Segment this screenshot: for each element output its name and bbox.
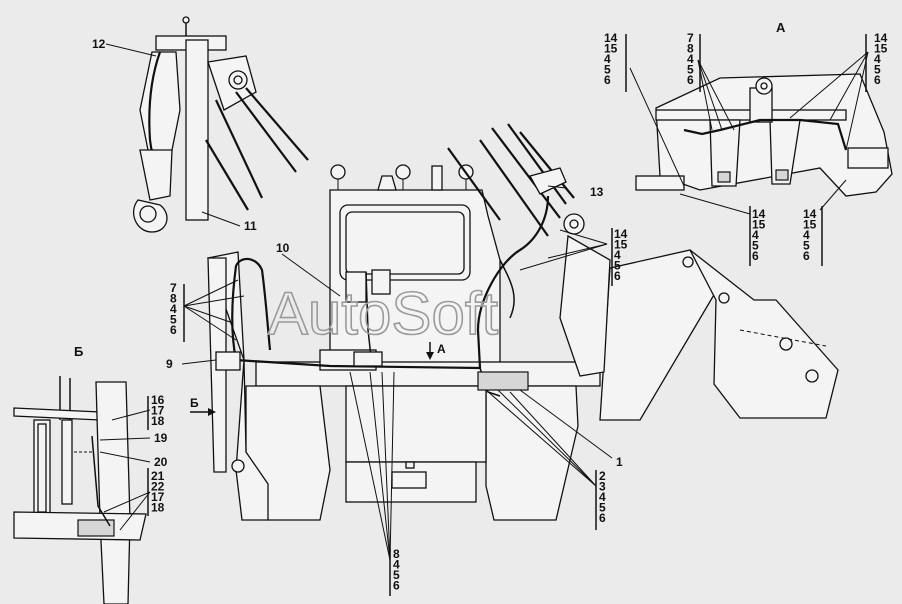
callout-12: 12	[92, 37, 106, 51]
callout-group-bottom-right-item: 5	[599, 501, 606, 515]
hook-assembly	[133, 16, 309, 233]
callout-group-mid-left-item: 8	[170, 292, 177, 306]
callout-group-a-right-item: 6	[874, 73, 881, 87]
watermark: AutoSoft	[268, 280, 498, 347]
callout-group-a-bottom-mid-item: 5	[752, 239, 759, 253]
callout-group-bottom-center-item: 6	[393, 579, 400, 593]
callout-group-cab-right-item: 14	[614, 227, 628, 241]
callout-group-bottom-right-item: 6	[599, 511, 606, 525]
callout-group-a-bottom-right-item: 4	[803, 228, 810, 242]
callout-1: 1	[616, 455, 623, 469]
arrow-a-label: А	[437, 342, 446, 356]
callout-20: 20	[154, 455, 168, 469]
callout-group-a-right-item: 15	[874, 42, 888, 56]
callout-group-a-left-item: 14	[604, 31, 618, 45]
callout-group-a-bottom-mid-item: 14	[752, 207, 766, 221]
group-bars	[147, 34, 867, 596]
callout-group-bottom-center-item: 4	[393, 558, 400, 572]
callout-group-a-right-item: 5	[874, 63, 881, 77]
callout-group-b-top-item: 18	[151, 414, 165, 428]
callout-group-a-right-item: 4	[874, 52, 881, 66]
callout-group-cab-right-item: 15	[614, 238, 628, 252]
callout-group-cab-right-item: 6	[614, 269, 621, 283]
callout-13: 13	[590, 185, 604, 199]
callout-19: 19	[154, 431, 168, 445]
callout-group-bottom-right-item: 2	[599, 469, 606, 483]
callout-group-a-left-item: 5	[604, 63, 611, 77]
callout-group-a-mid-item: 5	[687, 63, 694, 77]
callout-group-a-left-item: 15	[604, 42, 618, 56]
callout-group-b-bottom-item: 17	[151, 490, 165, 504]
callout-group-b-top-item: 17	[151, 404, 165, 418]
callout-group-b-bottom-item: 22	[151, 480, 165, 494]
callout-11: 11	[244, 219, 257, 233]
callout-group-a-mid-item: 4	[687, 52, 694, 66]
callout-group-bottom-center-item: 8	[393, 547, 400, 561]
callout-group-a-bottom-mid-item: 6	[752, 249, 759, 263]
callout-group-bottom-right-item: 4	[599, 490, 606, 504]
callout-group-a-left-item: 4	[604, 52, 611, 66]
callout-group-a-right-item: 14	[874, 31, 888, 45]
callout-group-a-bottom-right-item: 15	[803, 218, 817, 232]
callout-group-a-mid-item: 8	[687, 42, 694, 56]
callout-group-mid-left-item: 6	[170, 323, 177, 337]
callout-group-b-bottom-item: 18	[151, 501, 165, 515]
leader-lines	[99, 43, 869, 561]
callout-group-a-mid-item: 6	[687, 73, 694, 87]
callout-9: 9	[166, 357, 173, 371]
callout-group-b-bottom-item: 21	[151, 469, 165, 483]
callout-group-a-mid-item: 7	[687, 31, 694, 45]
view-a-detail	[635, 73, 893, 197]
callout-group-cab-right-item: 4	[614, 248, 621, 262]
callout-group-mid-left-item: 4	[170, 302, 177, 316]
callout-group-a-bottom-mid-item: 4	[752, 228, 759, 242]
callout-group-a-bottom-right-item: 6	[803, 249, 810, 263]
callout-group-a-bottom-right-item: 14	[803, 207, 817, 221]
view-b-detail	[13, 376, 147, 604]
callout-10: 10	[276, 241, 290, 255]
view-b-title: Б	[74, 344, 83, 359]
callout-group-mid-left-item: 5	[170, 313, 177, 327]
view-a-title: А	[776, 20, 786, 35]
machine-body	[207, 123, 839, 521]
callout-group-mid-left-item: 7	[170, 281, 177, 295]
callout-group-bottom-center-item: 5	[393, 568, 400, 582]
view-arrows	[190, 342, 434, 416]
callout-group-cab-right-item: 5	[614, 259, 621, 273]
callout-group-b-top-item: 16	[151, 393, 165, 407]
callout-groups: 7845614154562345684561617182122171814154…	[151, 31, 888, 593]
arrow-b-label: Б	[190, 396, 199, 410]
callout-group-a-bottom-mid-item: 15	[752, 218, 766, 232]
callout-group-a-left-item: 6	[604, 73, 611, 87]
callout-group-a-bottom-right-item: 5	[803, 239, 810, 253]
callout-group-bottom-right-item: 3	[599, 480, 606, 494]
